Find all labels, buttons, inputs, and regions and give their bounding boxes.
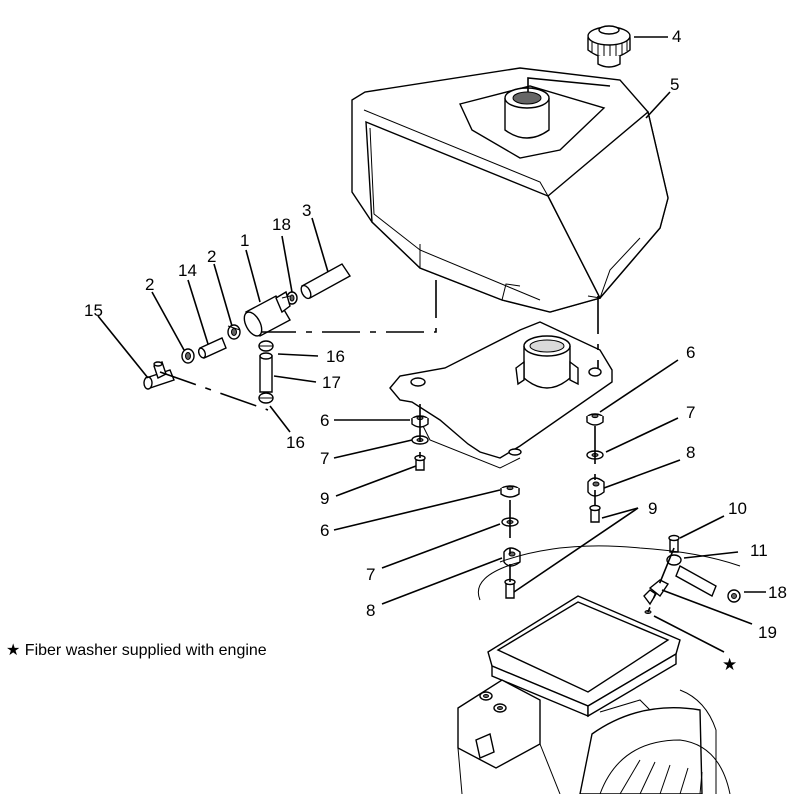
callout-9: 9 (648, 499, 657, 518)
callout-7: 7 (366, 565, 375, 584)
callout-11: 11 (750, 541, 768, 560)
callout-18: 18 (272, 215, 291, 234)
callout-6: 6 (320, 521, 329, 540)
callout-1: 1 (240, 231, 249, 250)
callout-3: 3 (302, 201, 311, 220)
mounting-plate (389, 321, 613, 469)
fuel-tank (351, 67, 669, 313)
callout-17: 17 (322, 373, 341, 392)
callout-7: 7 (686, 403, 695, 422)
callout-19: 19 (758, 623, 777, 642)
callout-14: 14 (178, 261, 197, 280)
callout-18: 18 (768, 583, 787, 602)
callout-8: 8 (686, 443, 695, 462)
callout-2: 2 (145, 275, 154, 294)
callout-16: 16 (326, 347, 345, 366)
callout-star: ★ (722, 655, 737, 674)
engine (457, 545, 741, 794)
callout-6: 6 (320, 411, 329, 430)
engine-fuel-fittings (643, 534, 741, 614)
assembly-lines (159, 77, 675, 613)
callout-16: 16 (286, 433, 305, 452)
callout-5: 5 (670, 75, 679, 94)
callout-8: 8 (366, 601, 375, 620)
fuel-cap (587, 25, 631, 68)
fuel-filter-assembly (143, 263, 352, 404)
callout-4: 4 (672, 27, 681, 46)
callout-7: 7 (320, 449, 329, 468)
callout-6: 6 (686, 343, 695, 362)
footnote: ★ Fiber washer supplied with engine (6, 642, 267, 659)
callout-2: 2 (207, 247, 216, 266)
callout-10: 10 (728, 499, 747, 518)
callout-9: 9 (320, 489, 329, 508)
callout-15: 15 (84, 301, 103, 320)
callout-leaders (97, 36, 766, 653)
callout-labels: 1 2 2 3 4 5 6 6 6 7 7 7 8 8 9 9 10 11 14… (84, 27, 787, 674)
